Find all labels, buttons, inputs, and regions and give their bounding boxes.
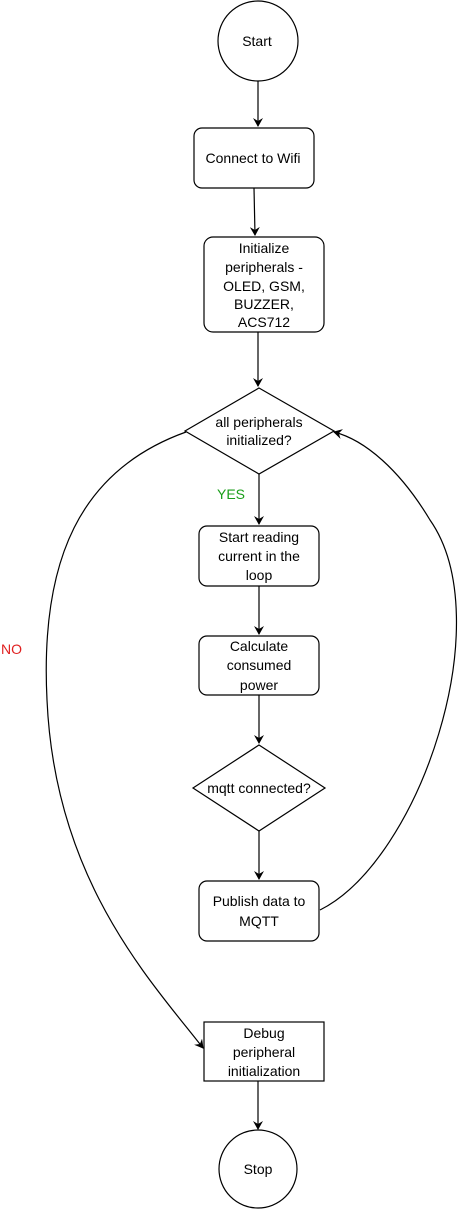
- check-init-line: all peripherals: [215, 414, 302, 430]
- calc-power-node: [198, 635, 320, 696]
- connect-wifi-node: [193, 127, 315, 189]
- start-label: Start: [242, 33, 272, 49]
- init-peripherals-line: Initialize: [239, 240, 290, 256]
- debug-line: peripheral: [233, 1044, 295, 1060]
- init-peripherals-line: OLED, GSM,: [223, 278, 305, 294]
- start-reading-line: loop: [246, 567, 273, 583]
- calc-power-line: Calculate: [230, 638, 289, 654]
- calc-power-line: power: [240, 677, 278, 693]
- start-reading-line: current in the: [218, 548, 300, 564]
- edge-publish-loop-back: [319, 429, 458, 911]
- publish-line: Publish data to: [213, 893, 306, 909]
- init-peripherals-line: BUZZER,: [234, 296, 294, 312]
- edge-wifi-to-init: [249, 187, 260, 236]
- check-mqtt-decision: [191, 744, 327, 832]
- calc-power-line: consumed: [227, 657, 292, 673]
- check-init-decision: [183, 387, 336, 475]
- edge-no-to-debug: [45, 431, 204, 1049]
- debug-line: Debug: [243, 1025, 284, 1041]
- no-edge-label: NO: [1, 641, 22, 657]
- init-peripherals-node: [203, 236, 325, 333]
- check-mqtt-label: mqtt connected?: [207, 780, 311, 796]
- debug-line: initialization: [228, 1063, 300, 1079]
- stop-node: [218, 1129, 298, 1209]
- init-peripherals-line: ACS712: [238, 314, 290, 330]
- connect-wifi-label: Connect to Wifi: [206, 150, 301, 166]
- publish-line: MQTT: [239, 913, 279, 929]
- debug-node: [203, 1021, 325, 1082]
- check-init-line: initialized?: [226, 432, 292, 448]
- start-reading-node: [198, 525, 320, 587]
- stop-label: Stop: [244, 1161, 273, 1177]
- start-node: [217, 0, 299, 82]
- yes-edge-label: YES: [217, 486, 245, 502]
- publish-node: [198, 880, 320, 942]
- start-reading-line: Start reading: [219, 529, 299, 545]
- init-peripherals-line: peripherals -: [225, 259, 303, 275]
